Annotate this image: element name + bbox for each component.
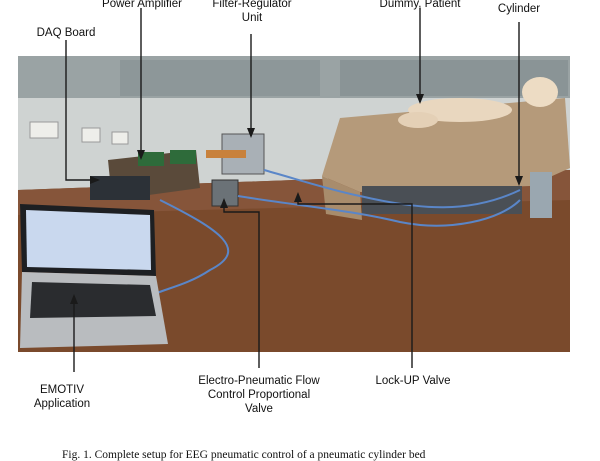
pointer-daq <box>65 40 98 181</box>
bed-leg <box>530 172 552 218</box>
circuit-board <box>170 150 196 164</box>
window-pane <box>120 60 320 96</box>
label-text: Cylinder <box>497 3 541 15</box>
label-dummy-patient: Dummy, Patient <box>372 0 468 11</box>
label-text: EMOTIV <box>39 384 85 396</box>
label-text: Valve <box>245 403 273 415</box>
label-flow-valve: Electro-Pneumatic Flow Control Proportio… <box>186 374 332 416</box>
wall-socket <box>111 131 129 145</box>
laptop-screen <box>26 210 151 270</box>
label-text: Control Proportional <box>207 389 311 401</box>
label-text: Filter-Regulator <box>212 0 292 10</box>
label-filter-regulator: Filter-Regulator Unit <box>200 0 304 25</box>
label-lockup-valve: Lock-UP Valve <box>368 374 458 388</box>
label-text: DAQ Board <box>36 27 96 39</box>
dummy-head <box>522 77 558 107</box>
air-tube <box>149 199 230 301</box>
label-cylinder: Cylinder <box>488 2 550 16</box>
dummy-leg <box>398 112 438 128</box>
laptop-keyboard <box>30 282 156 318</box>
arrowheads <box>70 94 523 304</box>
label-text: Application <box>33 398 91 410</box>
arrowhead <box>90 176 100 184</box>
label-power-amplifier: Power Amplifier <box>96 0 188 11</box>
arrowhead <box>247 128 255 138</box>
label-text: Dummy, Patient <box>379 0 461 10</box>
bed-cloth <box>322 98 570 192</box>
arrowhead <box>515 176 523 186</box>
arrowhead <box>70 294 78 304</box>
label-text: Lock-UP Valve <box>375 375 451 387</box>
label-daq-board: DAQ Board <box>30 26 102 40</box>
label-text: Power Amplifier <box>102 0 182 10</box>
arrowhead <box>416 94 424 104</box>
wall-socket <box>29 121 59 139</box>
arrowhead <box>137 150 145 160</box>
bed-frame <box>362 186 522 214</box>
air-tube <box>263 169 521 209</box>
air-tube <box>237 195 521 227</box>
circuit-board <box>138 152 164 166</box>
wall-socket <box>81 127 101 143</box>
arrowhead <box>294 192 302 202</box>
label-emotiv: EMOTIV Application <box>20 383 104 411</box>
figure-caption: Fig. 1. Complete setup for EEG pneumatic… <box>62 449 426 461</box>
label-text: Electro-Pneumatic Flow <box>198 375 320 387</box>
label-text: Unit <box>241 12 263 24</box>
wooden-mount <box>206 150 246 158</box>
arrowhead <box>220 198 228 208</box>
